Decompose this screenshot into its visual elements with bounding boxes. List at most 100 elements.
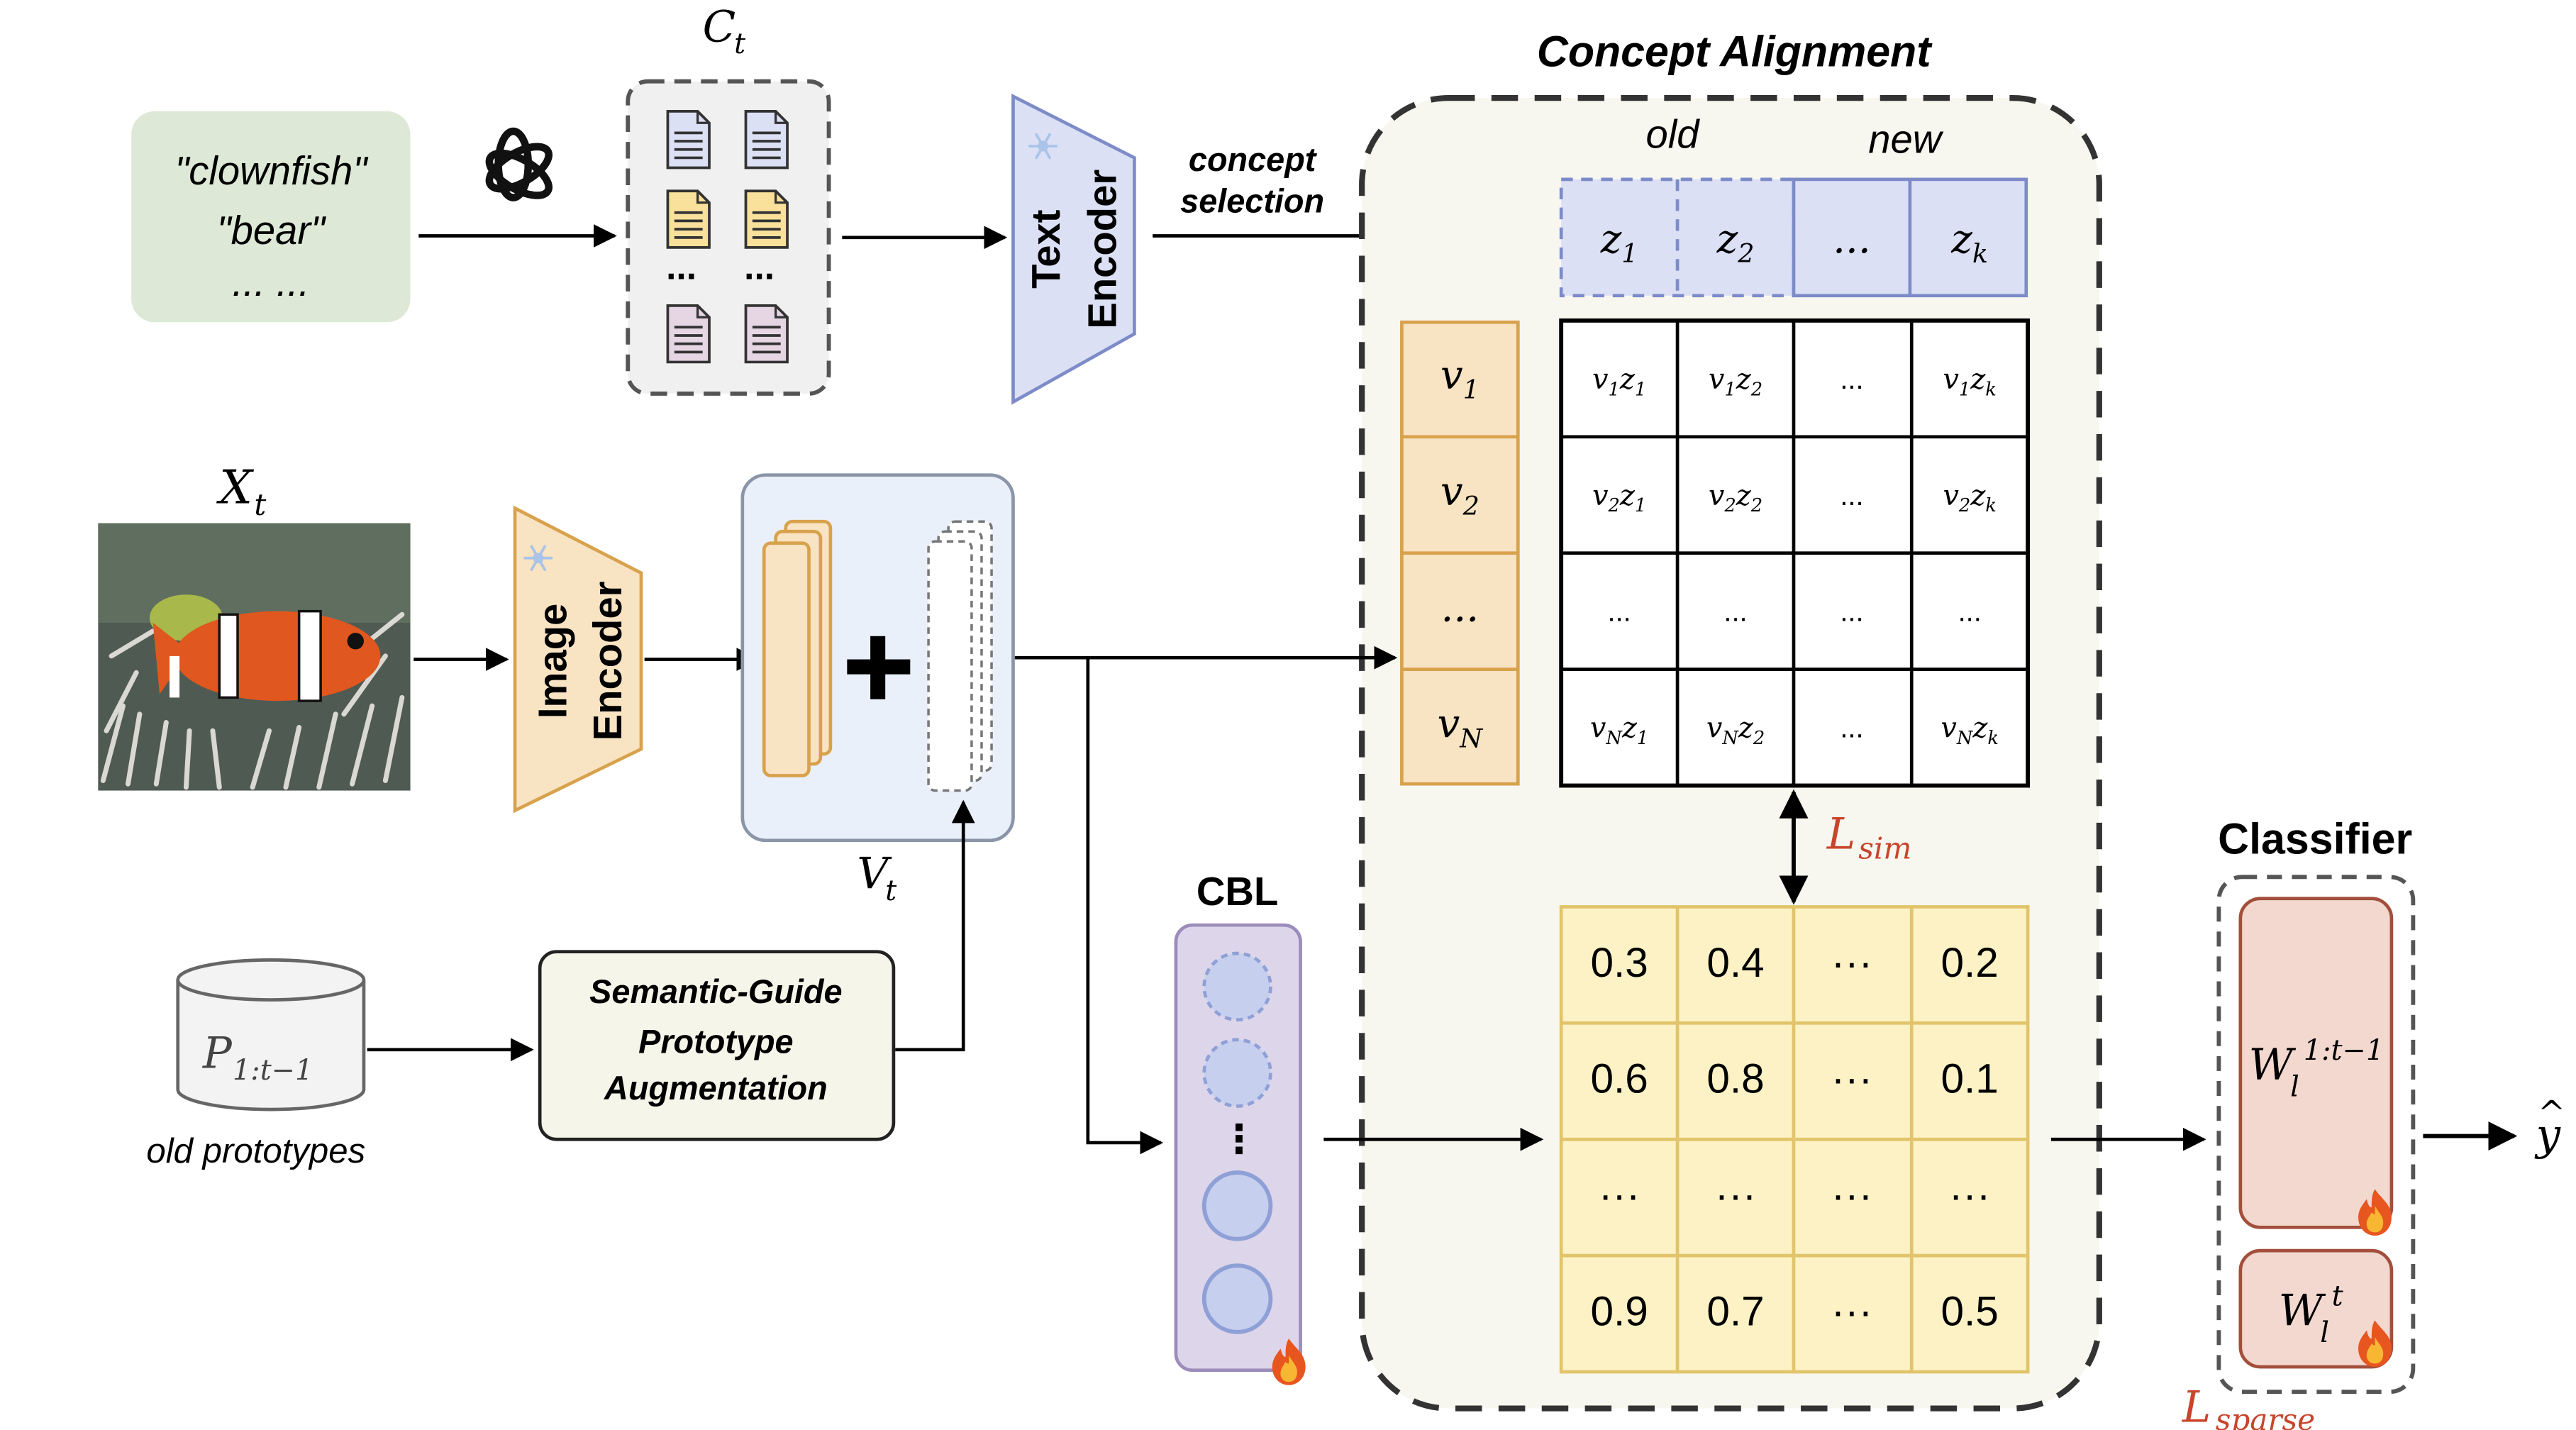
database-icon	[176, 958, 366, 1112]
sim-loss-sub: sim	[1858, 831, 1911, 866]
concept-score-matrix: 0.3 0.4 ··· 0.2 0.6 0.8 ··· 0.1 ··· ··· ··· ··· 0.9 0…	[1559, 905, 2030, 1374]
visual-embedding-cell: ...	[1441, 585, 1479, 631]
svg-text:...: ...	[744, 245, 775, 287]
document-icon	[666, 189, 711, 249]
cbl-title: CBL	[1197, 869, 1278, 914]
concept-selection-label: selection	[1180, 183, 1324, 220]
concept-set-sub: t	[734, 28, 746, 60]
class-prompts-box: "clownfish" "bear" ... ...	[131, 111, 411, 323]
text-encoder: Text Encoder	[1011, 93, 1136, 405]
similarity-cell: ...	[1840, 597, 1863, 628]
svg-text:Encoder: Encoder	[1080, 170, 1125, 329]
similarity-cell: ...	[1840, 364, 1863, 395]
new-label: new	[1868, 116, 1943, 161]
concept-score-cell: 0.2	[1941, 940, 1998, 986]
concept-score-cell: 0.9	[1590, 1288, 1648, 1334]
concept-score-cell: ···	[1831, 1288, 1872, 1334]
prompt-line: "bear"	[217, 208, 327, 253]
svg-text:...: ...	[666, 245, 696, 287]
image-label-sub: t	[254, 487, 266, 522]
document-icon	[666, 110, 711, 170]
svg-text:t: t	[2332, 1280, 2344, 1312]
concept-set-box: ... ...	[626, 79, 831, 396]
similarity-cell: v2zk	[1943, 480, 1996, 516]
concept-score-cell: 0.3	[1590, 940, 1648, 986]
concept-embedding-cell: ...	[1833, 216, 1871, 262]
concept-score-cell: ···	[1949, 1173, 1990, 1219]
concept-selection-label: concept	[1189, 141, 1318, 178]
svg-text:l: l	[2290, 1070, 2299, 1103]
similarity-cell: vNz1	[1590, 712, 1648, 749]
classifier-old-weights: W	[2249, 1040, 2297, 1090]
similarity-cell: v1z2	[1709, 363, 1762, 400]
concept-alignment-title: Concept Alignment	[1537, 28, 1933, 76]
concept-embedding-row: z1 z2... zk	[1559, 177, 2028, 298]
concept-embedding-cell: zk	[1950, 216, 1988, 269]
svg-text:Encoder: Encoder	[585, 581, 630, 741]
document-icon	[666, 304, 711, 364]
classifier-new-weights: W	[2279, 1285, 2326, 1336]
document-icon	[744, 189, 789, 249]
svg-text:Text: Text	[1023, 209, 1068, 289]
concept-embedding-cell: z2	[1716, 216, 1755, 269]
document-icon	[744, 304, 789, 364]
concept-score-cell: ···	[1831, 1173, 1872, 1219]
concept-score-cell: 0.1	[1941, 1056, 1998, 1102]
classifier-title: Classifier	[2218, 815, 2412, 863]
concept-bottleneck-layer: ⋮	[1174, 923, 1306, 1385]
image-encoder: Image Encoder	[513, 505, 643, 814]
prototype-label: P	[202, 1029, 233, 1079]
image-label: X	[216, 460, 254, 514]
prototype-caption: old prototypes	[146, 1131, 365, 1170]
classifier	[2216, 875, 2416, 1395]
concept-score-cell: 0.5	[1941, 1288, 1998, 1334]
svg-text:1:t−1: 1:t−1	[2304, 1034, 2384, 1067]
similarity-cell: ...	[1723, 597, 1747, 628]
concept-score-cell: ···	[1831, 940, 1872, 986]
clownfish-photo	[98, 523, 411, 791]
features-label: V	[857, 849, 892, 899]
visual-embedding-cell: vN	[1437, 702, 1483, 754]
concept-score-cell: ···	[1715, 1173, 1756, 1219]
svg-text:l: l	[2320, 1317, 2329, 1349]
prototype-label-sub: 1:t−1	[233, 1054, 313, 1087]
prediction-label: y	[2534, 1109, 2561, 1160]
similarity-cell: ...	[1840, 713, 1863, 744]
similarity-cell: v2z2	[1709, 480, 1762, 516]
svg-text:Prototype: Prototype	[638, 1023, 793, 1060]
visual-features-box	[740, 473, 1015, 843]
sparse-loss-sub: sparse	[2216, 1402, 2315, 1430]
sparse-loss-label: L	[2182, 1382, 2211, 1430]
prototype-augmentation-module: Semantic-Guide Prototype Augmentation	[538, 950, 896, 1141]
similarity-matrix: v1z1 v1z2... v1zk v2z1 v2z2... v2zk..........…	[1559, 318, 2031, 788]
similarity-cell: vNzk	[1941, 712, 1999, 749]
document-icon	[744, 110, 789, 170]
plus-icon	[847, 636, 911, 699]
concept-embedding-cell: z1	[1600, 216, 1638, 269]
openai-logo-icon	[485, 127, 553, 201]
concept-set-label: C	[703, 2, 736, 52]
similarity-cell: ...	[1958, 597, 1982, 628]
prompt-line: "clownfish"	[174, 148, 369, 193]
svg-text:Image: Image	[531, 604, 575, 719]
svg-text:Semantic-Guide: Semantic-Guide	[589, 973, 842, 1010]
concept-score-cell: ···	[1831, 1056, 1872, 1102]
visual-embedding-cell: v1	[1440, 353, 1479, 405]
similarity-cell: vNz2	[1706, 712, 1765, 749]
old-label: old	[1646, 111, 1701, 156]
features-label-sub: t	[885, 875, 897, 907]
similarity-cell: v1zk	[1943, 363, 1996, 400]
similarity-cell: v1z1	[1592, 363, 1646, 400]
concept-score-cell: 0.8	[1706, 1056, 1764, 1102]
prompt-line: ... ...	[232, 260, 309, 304]
concept-score-cell: 0.4	[1706, 940, 1764, 986]
similarity-cell: v2z1	[1592, 480, 1646, 516]
similarity-cell: ...	[1608, 597, 1631, 628]
svg-text:⋮: ⋮	[1219, 1116, 1259, 1161]
concept-score-cell: ···	[1599, 1173, 1640, 1219]
concept-score-cell: 0.7	[1706, 1288, 1764, 1334]
concept-score-cell: 0.6	[1590, 1056, 1648, 1102]
svg-text:Augmentation: Augmentation	[604, 1070, 828, 1107]
